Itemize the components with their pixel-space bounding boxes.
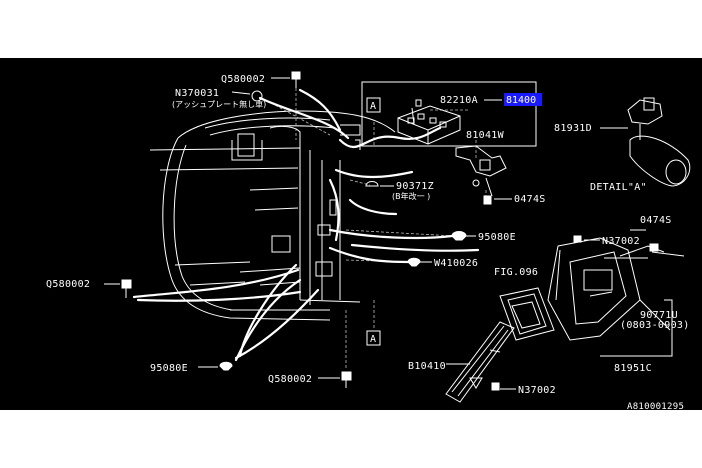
- label-90371z-note: (B年改一 ): [392, 191, 430, 201]
- label-q580002-bottom: Q580002: [268, 374, 312, 385]
- vehicle-body-outline: [149, 110, 396, 321]
- label-81400[interactable]: 81400: [506, 95, 536, 106]
- reference-box-a: A A: [361, 81, 537, 346]
- detail-a-sensor: [600, 97, 691, 187]
- box-a-bottom-label: A: [370, 334, 376, 345]
- label-w410026: W410026: [434, 258, 478, 269]
- right-callout-brackets: [411, 107, 673, 365]
- label-81931d: 81931D: [554, 123, 592, 134]
- label-n370031: N370031: [175, 88, 219, 99]
- label-90771u-range: (0803-0903): [620, 320, 690, 331]
- label-b10410: B10410: [408, 361, 446, 372]
- footer-code: A810001295: [627, 402, 684, 410]
- fuse-box-82210a: [397, 99, 461, 145]
- label-detail-a: DETAIL"A": [590, 182, 647, 193]
- label-82210a: 82210A: [440, 95, 478, 106]
- label-n370031-note: (アッシュプレート無し車): [172, 99, 266, 109]
- label-q580002-top: Q580002: [221, 74, 265, 85]
- label-n37002-right: N37002: [602, 236, 640, 247]
- bracket-81041w: [455, 145, 507, 187]
- module-81951c: [547, 237, 685, 341]
- label-0474s-right: 0474S: [640, 215, 672, 226]
- highlight-81400: [504, 93, 542, 106]
- label-n37002-bottom: N37002: [518, 385, 556, 396]
- box-a-top-label: A: [370, 101, 376, 112]
- label-0474s-mid: 0474S: [514, 194, 546, 205]
- wiring-harness: [132, 88, 480, 362]
- parts-diagram: A A: [0, 58, 702, 410]
- module-fig096: [499, 287, 555, 341]
- label-95080e-low: 95080E: [150, 363, 188, 374]
- label-81041w: 81041W: [466, 130, 505, 141]
- label-90371z: 90371Z: [396, 181, 434, 192]
- fasteners: [121, 71, 659, 391]
- bracket-b10410: [445, 321, 515, 403]
- label-81951c: 81951C: [614, 363, 652, 374]
- leader-lines: [261, 88, 487, 368]
- label-90771u: 90771U: [640, 310, 678, 321]
- callout-labels: Q580002 N370031 (アッシュプレート無し車) 82210A 814…: [46, 74, 690, 410]
- diagram-canvas: A A: [46, 71, 691, 410]
- label-95080e-mid: 95080E: [478, 232, 516, 243]
- label-q580002-left: Q580002: [46, 279, 90, 290]
- label-fig096: FIG.096: [494, 267, 538, 278]
